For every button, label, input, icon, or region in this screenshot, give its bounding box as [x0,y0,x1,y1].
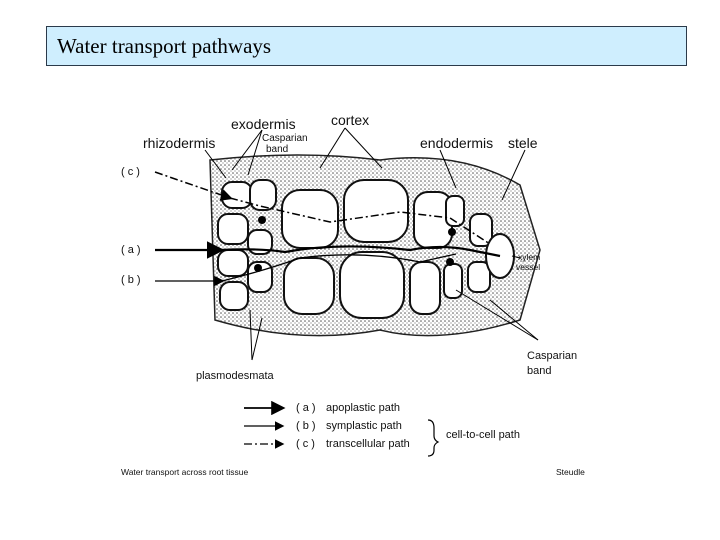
legend-text-b: symplastic path [326,420,402,432]
label-path-c: ( c ) [121,166,140,178]
legend-lines [244,400,286,449]
page-title: Water transport pathways [57,34,272,58]
label-plasmodesmata: plasmodesmata [196,370,274,382]
label-exodermis: exodermis [231,116,296,132]
legend-key-b: ( b ) [296,420,316,432]
leader-lines [204,127,539,361]
label-casparian-band-bottom-1: Casparian [527,350,578,362]
title-box: Water transport pathways [46,26,687,66]
legend-text-c: transcellular path [326,438,410,450]
label-casparian-band-bottom-2: band [527,365,552,377]
label-xylem-1: xylem [518,252,541,262]
legend-text-a: apoplastic path [326,402,400,414]
legend-key-a: ( a ) [296,402,316,414]
label-rhizodermis: rhizodermis [143,135,216,151]
caption-left: Water transport across root tissue [121,467,249,477]
label-path-a: ( a ) [121,244,141,256]
label-stele: stele [508,135,538,151]
plasmodesmata-dots [254,216,456,272]
label-path-b: ( b ) [121,274,141,286]
legend-group-text: cell-to-cell path [446,429,520,441]
label-casparian-band-top-1: Casparian [262,133,308,144]
path-b-arrow [155,253,457,287]
path-a-arrow [155,241,501,259]
legend-key-c: ( c ) [296,438,315,450]
cells [217,179,515,319]
path-c-arrow [154,171,491,245]
caption-right: Steudle [556,467,585,477]
label-endodermis: endodermis [420,135,494,151]
label-casparian-band-top-2: band [266,144,289,155]
label-xylem-2: vessel [516,262,541,272]
legend-brace [427,419,440,457]
label-cortex: cortex [331,112,370,128]
